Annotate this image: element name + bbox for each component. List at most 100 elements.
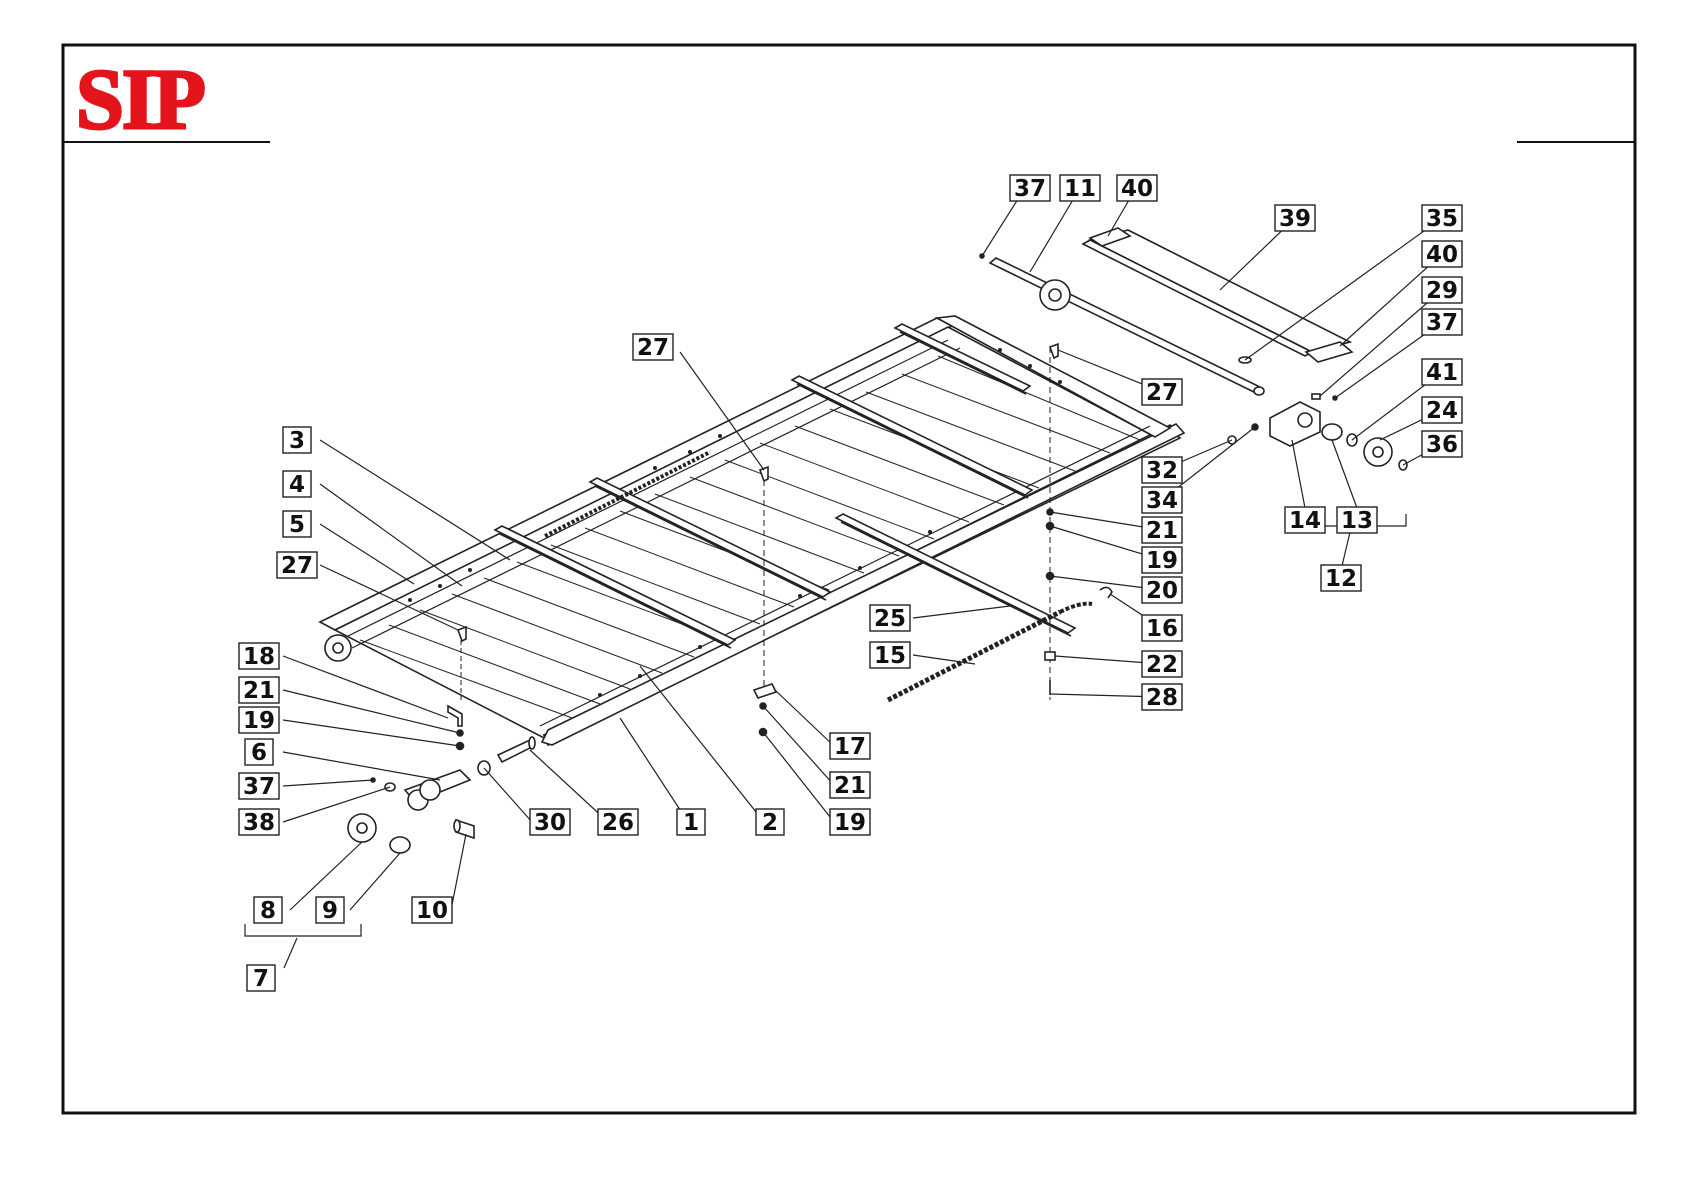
part-label-text: 27 [1146,380,1178,406]
part-label-text: 2 [762,810,778,836]
part-label-5: 5 [283,511,311,538]
part-label-26: 26 [598,809,638,836]
part-label-9: 9 [316,897,344,924]
part-label-19a: 19 [1142,547,1182,574]
part-label-text: 21 [834,773,866,799]
part-label-text: 22 [1146,652,1178,678]
part-label-27a: 27 [633,334,673,361]
part-label-text: 29 [1426,278,1458,304]
part-label-17: 17 [830,733,870,760]
part-label-text: 4 [289,472,305,498]
part-label-text: 34 [1146,488,1178,514]
part-label-36: 36 [1422,431,1462,458]
part-label-text: 30 [534,810,566,836]
brand-logo: SIP [76,51,204,147]
part-label-text: 3 [289,428,305,454]
part-label-27c: 27 [277,552,317,579]
part-label-text: 14 [1289,508,1321,534]
part-label-39: 39 [1275,205,1315,232]
part-label-6: 6 [245,739,273,766]
part-label-18: 18 [239,643,279,670]
part-label-20: 20 [1142,577,1182,604]
part-label-7: 7 [247,965,275,992]
part-label-text: 9 [322,898,338,924]
part-label-27b: 27 [1142,379,1182,406]
part-label-text: 32 [1146,458,1178,484]
part-label-text: 39 [1279,206,1311,232]
floor-assembly [320,316,1184,745]
cover-plate [1090,230,1350,352]
part-label-text: 13 [1341,508,1373,534]
part-label-text: 6 [251,740,267,766]
part-label-text: 17 [834,734,866,760]
part-label-40a: 40 [1117,175,1157,202]
bush [1322,424,1342,440]
part-label-29: 29 [1422,277,1462,304]
cover-plate-flange [1083,240,1312,356]
part-label-text: 28 [1146,685,1178,711]
part-label-text: 7 [253,966,269,992]
part-label-28: 28 [1142,684,1182,711]
part-label-text: 19 [243,708,275,734]
loose-chain [888,612,1060,700]
part-label-text: 38 [243,810,275,836]
part-label-text: 5 [289,512,305,538]
part-label-text: 27 [637,335,669,361]
part-label-16: 16 [1142,615,1182,642]
part-label-4: 4 [283,471,311,498]
part-label-1: 1 [677,809,705,836]
part-label-40b: 40 [1422,241,1462,268]
part-label-11: 11 [1060,175,1100,202]
part-label-text: 24 [1426,398,1458,424]
sprocket-end-left [325,635,351,661]
part-label-24: 24 [1422,397,1462,424]
part-label-12: 12 [1321,565,1361,592]
part-label-14: 14 [1285,507,1325,534]
part-label-30: 30 [530,809,570,836]
part-label-text: 40 [1426,242,1458,268]
shaft-sprocket [1040,280,1070,310]
part-label-2: 2 [756,809,784,836]
part-label-15: 15 [870,642,910,669]
part-label-35: 35 [1422,205,1462,232]
part-label-19c: 19 [830,809,870,836]
part-label-text: 27 [281,553,313,579]
part-label-21b: 21 [239,677,279,704]
part-label-text: 1 [683,810,699,836]
bearing-housing [1270,402,1320,446]
part-label-25: 25 [870,605,910,632]
part-label-text: 25 [874,606,906,632]
part-label-text: 19 [1146,548,1178,574]
part-label-37a: 37 [1010,175,1050,202]
part-label-21a: 21 [1142,517,1182,544]
part-label-3: 3 [283,427,311,454]
part-label-13: 13 [1337,507,1377,534]
part-label-text: 20 [1146,578,1178,604]
part-label-text: 21 [1146,518,1178,544]
part-label-text: 37 [1014,176,1046,202]
part-label-text: 15 [874,643,906,669]
part-label-text: 41 [1426,360,1458,386]
sprocket-right [1364,438,1392,466]
part-label-text: 12 [1325,566,1357,592]
part-label-text: 18 [243,644,275,670]
part-label-text: 21 [243,678,275,704]
part-label-8: 8 [254,897,282,924]
part-label-19b: 19 [239,707,279,734]
part-label-37c: 37 [239,773,279,800]
part-label-10: 10 [412,897,452,924]
part-label-text: 35 [1426,206,1458,232]
part-label-34: 34 [1142,487,1182,514]
part-label-text: 11 [1064,176,1096,202]
part-label-text: 26 [602,810,634,836]
side-board-back [335,327,1155,740]
part-label-text: 8 [260,898,276,924]
part-label-41: 41 [1422,359,1462,386]
part-label-text: 37 [1426,310,1458,336]
part-label-text: 36 [1426,432,1458,458]
part-label-38: 38 [239,809,279,836]
part-label-32: 32 [1142,457,1182,484]
part-label-text: 40 [1121,176,1153,202]
part-label-text: 10 [416,898,448,924]
